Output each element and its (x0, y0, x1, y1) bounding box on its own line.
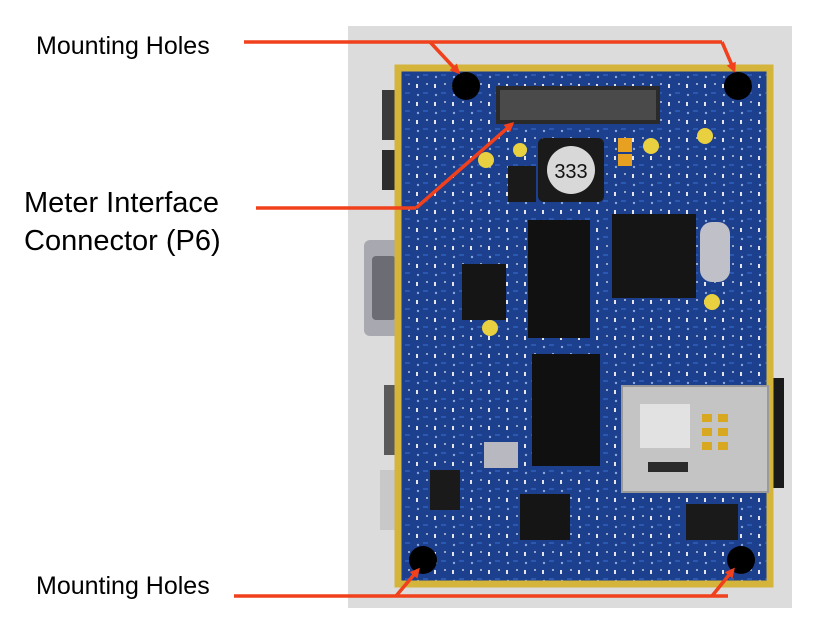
label-mounting-holes-bottom: Mounting Holes (36, 572, 210, 601)
cpu-chip (612, 214, 696, 298)
capacitor-orange-2 (618, 154, 632, 166)
via-6 (482, 320, 498, 336)
crystal-osc (484, 442, 518, 468)
via-3 (643, 138, 659, 154)
db-connector-inner (372, 256, 396, 320)
via-1 (478, 152, 494, 168)
capacitor-orange (618, 138, 632, 152)
via-2 (513, 143, 527, 157)
crystal (700, 222, 730, 282)
label-mounting-holes-top: Mounting Holes (36, 32, 210, 61)
label-meter-interface-line1: Meter Interface (24, 184, 221, 222)
inductor-marking: 333 (554, 161, 587, 183)
label-meter-interface-line2: Connector (P6) (24, 222, 221, 260)
pin-header-bottom (686, 504, 738, 540)
mounting-hole-bottom-left (409, 546, 437, 574)
regulator-chip (508, 166, 536, 202)
bottom-chip (520, 494, 570, 540)
flash-chip (528, 220, 590, 338)
mounting-hole-top-right (724, 72, 752, 100)
header-connector-p6 (496, 86, 660, 124)
ram-chip (532, 354, 600, 466)
small-chip-left (462, 264, 506, 320)
via-5 (704, 294, 720, 310)
mounting-hole-top-left (452, 72, 480, 100)
bottom-left-chip (430, 470, 460, 510)
via-4 (697, 128, 713, 144)
label-meter-interface-connector: Meter Interface Connector (P6) (24, 184, 221, 260)
sim-card-holder (622, 386, 768, 492)
